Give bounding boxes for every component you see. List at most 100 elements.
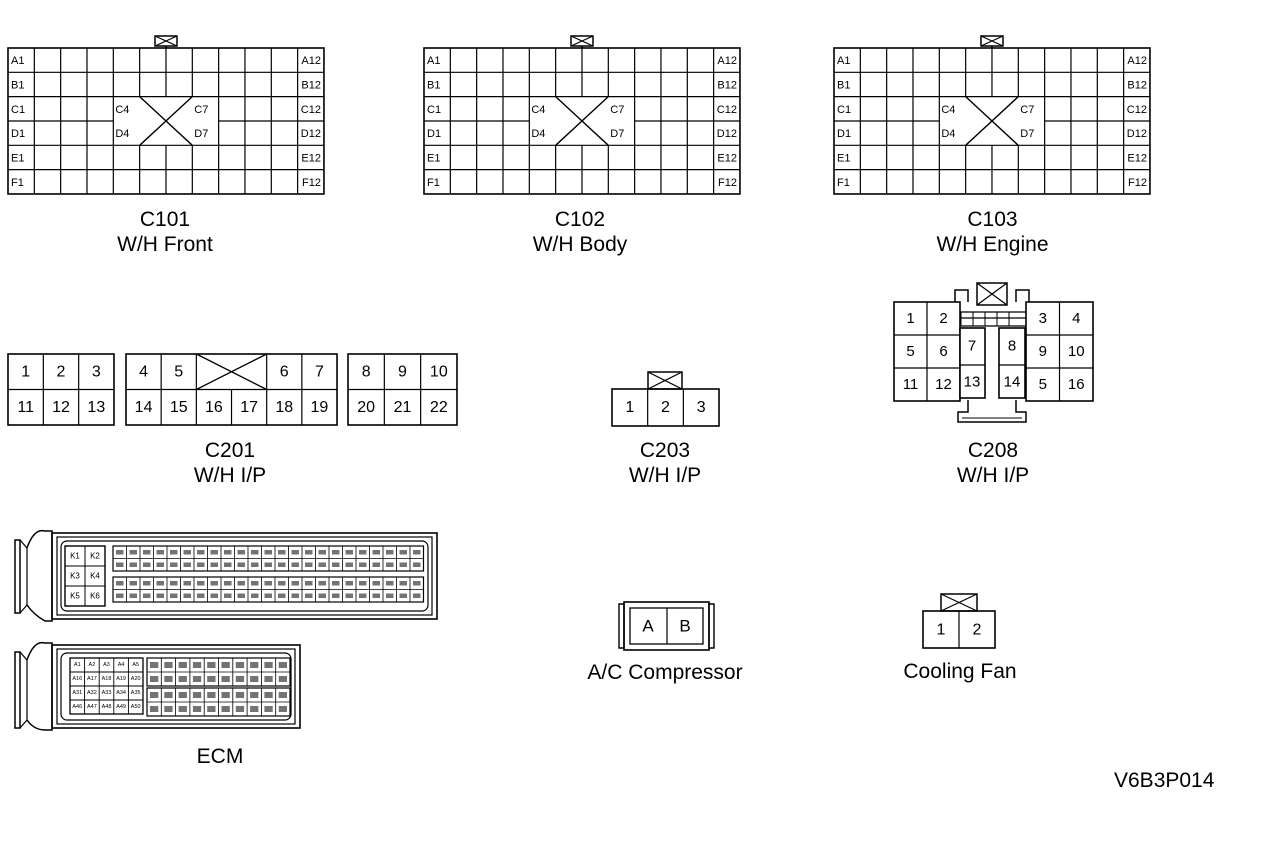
pin-cavity — [178, 692, 187, 698]
pin-cavity — [264, 692, 273, 698]
pin-cavity — [264, 706, 273, 712]
pin-label: D12 — [717, 128, 737, 140]
pin-cavity — [170, 562, 178, 567]
pin-label: 10 — [430, 363, 448, 380]
pin-cavity — [116, 593, 124, 598]
pin-cavity — [291, 593, 299, 598]
pin-label: K4 — [90, 572, 100, 581]
pin-label: 8 — [362, 363, 371, 380]
pin-label: A34 — [116, 690, 126, 696]
blocked-area-cross — [139, 96, 193, 146]
lock-latch-cross — [976, 282, 1008, 306]
pin-cavity — [332, 550, 340, 555]
pin-cavity — [143, 593, 151, 598]
pin-cavity — [221, 706, 230, 712]
pin-cavity — [116, 562, 124, 567]
pin-cavity — [197, 593, 205, 598]
pin-cavity — [251, 581, 259, 586]
pin-cavity — [156, 593, 164, 598]
ecm-clip — [26, 641, 53, 731]
pin-label: C7 — [610, 104, 624, 116]
pin-label: E12 — [1127, 152, 1147, 164]
pin-label: 3 — [697, 399, 706, 416]
lock-latch-cross — [980, 35, 1004, 47]
pin-label: F1 — [837, 177, 850, 189]
pin-cavity — [264, 581, 272, 586]
pin-label: A33 — [102, 690, 112, 696]
pin-label: 1 — [937, 622, 946, 639]
pin-cavity — [183, 581, 191, 586]
pin-cavity — [237, 562, 245, 567]
connector-outline — [959, 327, 986, 399]
pin-cavity — [251, 550, 259, 555]
pin-label: K3 — [70, 572, 80, 581]
pin-cavity — [278, 676, 287, 682]
pin-cavity — [305, 550, 313, 555]
pin-cavity — [170, 581, 178, 586]
pin-cavity — [197, 581, 205, 586]
pin-cavity — [143, 581, 151, 586]
pin-cavity — [318, 581, 326, 586]
c203-id: C203 — [639, 439, 691, 462]
pin-cavity — [221, 692, 230, 698]
ecm-housing — [51, 644, 301, 729]
pin-cavity — [143, 550, 151, 555]
pin-label: A2 — [89, 662, 96, 668]
pin-label: E1 — [11, 152, 24, 164]
c203-title: C203 W/H I/P — [590, 438, 740, 488]
pin-label: 9 — [1039, 343, 1047, 360]
pin-label: 7 — [968, 338, 976, 355]
connector-outline — [611, 388, 720, 427]
pin-cavity — [237, 581, 245, 586]
pin-label: A4 — [118, 662, 125, 668]
pin-cavity — [237, 593, 245, 598]
pin-label: D1 — [11, 128, 25, 140]
pin-cavity — [129, 593, 137, 598]
pin-label: C4 — [115, 104, 129, 116]
pin-label: F1 — [11, 177, 24, 189]
pin-label: E1 — [427, 152, 440, 164]
pin-label: 15 — [170, 399, 188, 416]
pin-label: A1 — [11, 55, 24, 67]
pin-label: C4 — [531, 104, 545, 116]
pin-cavity — [235, 676, 245, 682]
pin-label: 2 — [57, 363, 66, 380]
pin-cavity — [291, 550, 299, 555]
pin-cavity — [264, 550, 272, 555]
pin-cavity — [235, 662, 245, 668]
pin-cavity — [386, 593, 394, 598]
pin-label: A1 — [427, 55, 440, 67]
fan-title: Cooling Fan — [880, 659, 1040, 684]
pin-cavity — [264, 593, 272, 598]
pin-label: 4 — [1072, 310, 1080, 327]
pin-cavity — [413, 562, 421, 567]
pin-label: 17 — [240, 399, 258, 416]
pin-label: 10 — [1068, 343, 1085, 360]
pin-cavity — [156, 581, 164, 586]
pin-label: A50 — [131, 704, 141, 710]
pin-cavity — [278, 692, 287, 698]
pin-cavity — [399, 593, 407, 598]
pin-cavity — [207, 676, 216, 682]
pin-cavity — [210, 562, 218, 567]
pin-cavity — [251, 562, 259, 567]
pin-cavity — [221, 662, 230, 668]
pin-cavity — [129, 562, 137, 567]
pin-cavity — [156, 550, 164, 555]
pin-cavity — [150, 706, 159, 712]
pin-cavity — [372, 550, 380, 555]
pin-cavity — [305, 581, 313, 586]
pin-label: 6 — [280, 363, 289, 380]
lock-latch-cross — [647, 371, 683, 390]
pin-cavity — [332, 593, 340, 598]
pin-label: B1 — [837, 79, 850, 91]
pin-cavity — [164, 662, 173, 668]
pin-label: C4 — [941, 104, 955, 116]
pin-label: 11 — [903, 376, 919, 393]
pin-label: C1 — [427, 104, 441, 116]
c201-desc: W/H I/P — [193, 464, 267, 487]
c201-title: C201 W/H I/P — [155, 438, 305, 488]
pin-label: A12 — [717, 55, 737, 67]
pin-cavity — [318, 550, 326, 555]
